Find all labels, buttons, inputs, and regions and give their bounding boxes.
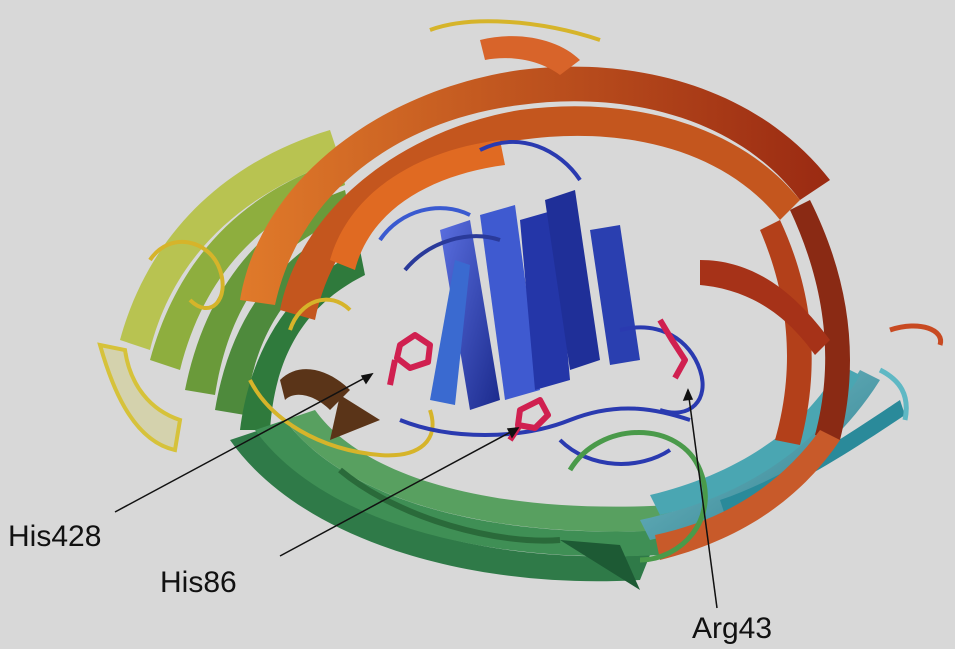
his428-residue-bond xyxy=(390,360,395,385)
arg43-label: Arg43 xyxy=(692,612,772,646)
his428-arrowhead xyxy=(362,374,372,383)
blue-central-domain xyxy=(380,142,703,464)
his428-label: His428 xyxy=(8,520,101,554)
his86-residue xyxy=(518,400,548,428)
arg43-residue xyxy=(660,320,685,378)
his86-label: His86 xyxy=(160,566,237,600)
arg43-arrowhead xyxy=(684,390,692,400)
his428-residue xyxy=(397,335,430,368)
teal-sheets xyxy=(640,365,906,540)
